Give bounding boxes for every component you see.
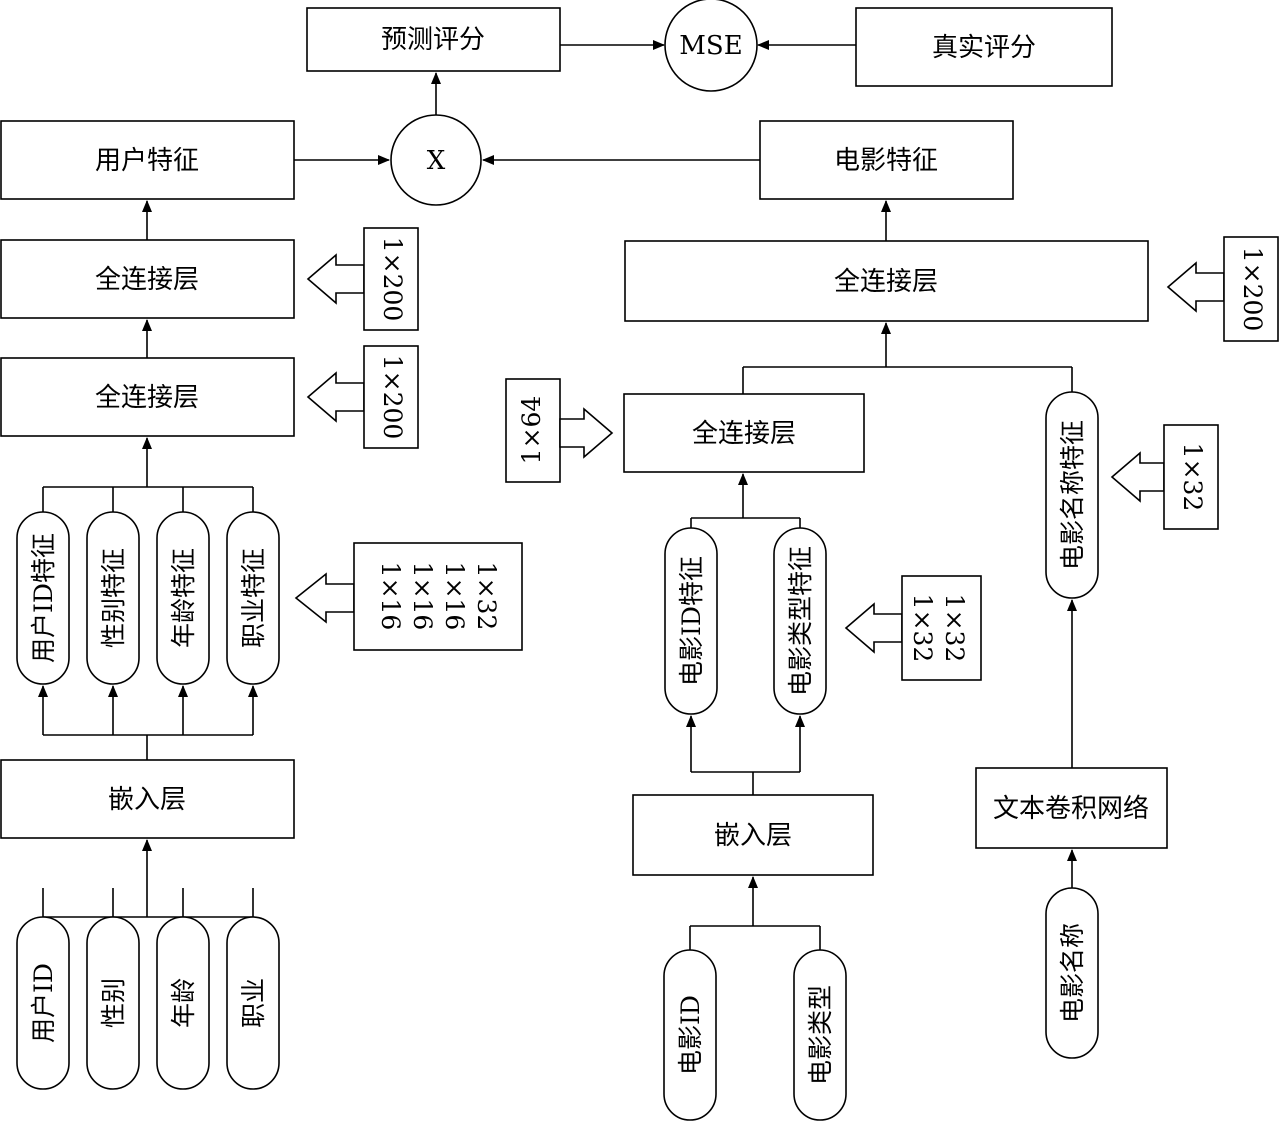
age-dim-label: 1×16	[408, 562, 437, 631]
gender-dim-label: 1×16	[440, 562, 469, 631]
user-fc1-dim-arrow	[306, 371, 365, 423]
user-embedding-label: 嵌入层	[108, 785, 186, 815]
age-input-label: 年龄	[169, 978, 198, 1028]
movie-type-feature-pill: 电影类型特征	[773, 527, 827, 715]
movie-title-feature-dim-label: 1×32	[1178, 443, 1207, 512]
movie-id-dim-label: 1×32	[940, 594, 969, 663]
text-cnn-node: 文本卷积网络	[975, 767, 1168, 849]
multiply-label: X	[427, 146, 446, 176]
predicted-score-node: 预测评分	[306, 7, 561, 72]
occupation-input-pill: 职业	[226, 916, 280, 1090]
movie-fc-mid-dim-box: 1×64	[505, 378, 561, 483]
movie-fc-mid-label: 全连接层	[692, 419, 796, 449]
true-score-node: 真实评分	[855, 7, 1113, 87]
mse-label: MSE	[679, 31, 742, 61]
movie-title-feature-dim-box: 1×32	[1163, 424, 1219, 530]
age-feature-label: 年龄特征	[169, 548, 198, 648]
movie-fc-top-label: 全连接层	[834, 267, 938, 297]
user-feature-label: 用户特征	[95, 146, 199, 176]
user-id-dim-label: 1×32	[472, 562, 501, 631]
movie-feature-label: 电影特征	[834, 146, 938, 176]
movie-title-feature-dim-arrow	[1110, 451, 1165, 503]
movie-fc-mid-node: 全连接层	[623, 393, 865, 473]
user-fc1-label: 全连接层	[95, 383, 199, 413]
user-feature-dims-box: 1×32 1×16 1×16 1×16	[353, 542, 523, 651]
movie-title-input-label: 电影名称	[1058, 923, 1087, 1023]
multiply-node: X	[390, 114, 482, 206]
movie-feature-node: 电影特征	[759, 120, 1014, 200]
gender-input-label: 性别	[99, 978, 128, 1028]
movie-type-input-label: 电影类型	[806, 985, 835, 1085]
movie-type-input-pill: 电影类型	[793, 949, 847, 1121]
gender-feature-pill: 性别特征	[86, 511, 140, 685]
movie-fc-mid-dim-arrow	[559, 407, 614, 459]
occupation-input-label: 职业	[239, 978, 268, 1028]
movie-type-feature-label: 电影类型特征	[786, 546, 815, 696]
user-fc2-node: 全连接层	[0, 239, 295, 319]
movie-title-feature-pill: 电影名称特征	[1045, 391, 1099, 599]
movie-id-input-pill: 电影ID	[663, 949, 717, 1121]
movie-feature-dims-box: 1×32 1×32	[901, 575, 982, 681]
movie-embedding-node: 嵌入层	[632, 794, 874, 876]
movie-fc-top-node: 全连接层	[624, 240, 1149, 322]
predicted-score-label: 预测评分	[381, 25, 485, 55]
user-fc1-dim-box: 1×200	[363, 345, 419, 449]
movie-feature-dims-arrow	[844, 602, 903, 654]
movie-fc-top-dim-box: 1×200	[1223, 236, 1279, 342]
true-score-label: 真实评分	[932, 33, 1036, 63]
movie-fc-top-dim-label: 1×200	[1238, 247, 1267, 332]
user-id-feature-label: 用户ID特征	[29, 533, 58, 663]
user-id-input-pill: 用户ID	[16, 916, 70, 1090]
age-feature-pill: 年龄特征	[156, 511, 210, 685]
movie-embedding-label: 嵌入层	[714, 821, 792, 851]
movie-id-feature-label: 电影ID特征	[677, 556, 706, 686]
movie-type-dim-label: 1×32	[908, 594, 937, 663]
gender-input-pill: 性别	[86, 916, 140, 1090]
age-input-pill: 年龄	[156, 916, 210, 1090]
movie-title-feature-label: 电影名称特征	[1058, 420, 1087, 570]
occupation-dim-label: 1×16	[376, 562, 405, 631]
occupation-feature-pill: 职业特征	[226, 511, 280, 685]
text-cnn-label: 文本卷积网络	[993, 794, 1149, 824]
user-id-feature-pill: 用户ID特征	[16, 511, 70, 685]
user-id-input-label: 用户ID	[29, 963, 58, 1043]
user-fc2-dim-label: 1×200	[378, 237, 407, 322]
user-fc2-label: 全连接层	[95, 265, 199, 295]
user-fc2-dim-box: 1×200	[363, 227, 419, 331]
occupation-feature-label: 职业特征	[239, 548, 268, 648]
movie-title-input-pill: 电影名称	[1045, 887, 1099, 1059]
movie-id-input-label: 电影ID	[676, 995, 705, 1075]
user-feature-dims-arrow	[294, 572, 355, 624]
user-fc1-node: 全连接层	[0, 357, 295, 437]
mse-node: MSE	[664, 0, 758, 92]
user-feature-node: 用户特征	[0, 120, 295, 200]
movie-fc-mid-dim-label: 1×64	[517, 396, 546, 465]
user-embedding-node: 嵌入层	[0, 759, 295, 839]
movie-id-feature-pill: 电影ID特征	[664, 527, 718, 715]
user-fc1-dim-label: 1×200	[378, 355, 407, 440]
user-fc2-dim-arrow	[306, 253, 365, 305]
movie-fc-top-dim-arrow	[1166, 261, 1225, 313]
gender-feature-label: 性别特征	[99, 548, 128, 648]
